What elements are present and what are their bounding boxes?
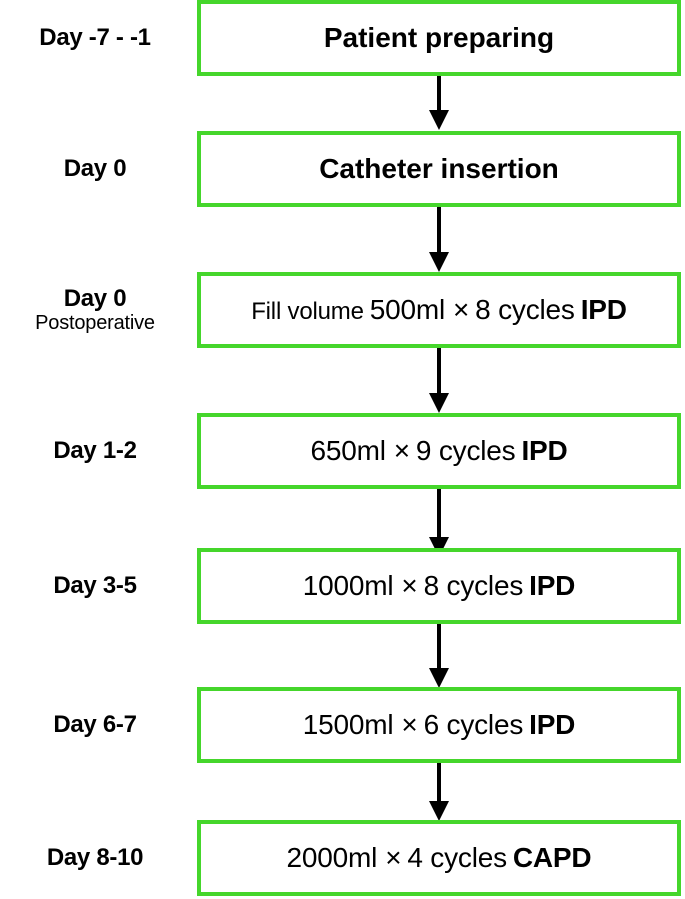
fill-volume-label: Fill volume (251, 298, 364, 325)
flow-arrow-down-3 (429, 348, 449, 413)
flow-box-title: Catheter insertion (319, 153, 559, 184)
day-label-primary: Day -7 - -1 (39, 24, 151, 52)
flow-box-text: 2000ml × 4 cycles CAPD (287, 842, 592, 874)
cycle-count: 4 cycles (407, 842, 507, 873)
flow-row: Day 8-10 2000ml × 4 cycles CAPD (0, 820, 685, 896)
modality-label: CAPD (512, 842, 592, 873)
day-label-1: Day -7 - -1 (0, 0, 190, 76)
flow-row: Day 1-2 650ml × 9 cycles IPD (0, 413, 685, 489)
day-label-6: Day 6-7 (0, 687, 190, 763)
flow-arrow-down-4 (429, 489, 449, 557)
multiply-symbol: × (401, 570, 418, 601)
flow-row: Day 0 Postoperative Fill volume 500ml × … (0, 272, 685, 348)
flow-box-ipd-650ml[interactable]: 650ml × 9 cycles IPD (197, 413, 681, 489)
flow-row: Day -7 - -1 Patient preparing (0, 0, 685, 76)
flow-arrow-down-6 (429, 763, 449, 821)
flow-box-text: 1500ml × 6 cycles IPD (302, 709, 576, 741)
flow-box-ipd-1500ml[interactable]: 1500ml × 6 cycles IPD (197, 687, 681, 763)
fill-volume-value: 1000ml (302, 570, 394, 601)
arrow-shaft (437, 207, 441, 252)
cycle-count: 9 cycles (415, 435, 516, 466)
modality-label: IPD (529, 570, 576, 601)
day-label-primary: Day 8-10 (46, 844, 144, 872)
flow-box-capd-2000ml[interactable]: 2000ml × 4 cycles CAPD (197, 820, 681, 896)
flow-box-text: Catheter insertion (319, 153, 559, 185)
day-label-primary: Day 0 (63, 285, 127, 313)
arrow-head (429, 801, 449, 821)
fill-volume-value: 1500ml (302, 709, 394, 740)
arrow-shaft (437, 763, 441, 801)
modality-label: IPD (529, 709, 576, 740)
arrow-head (429, 393, 449, 413)
arrow-shaft (437, 348, 441, 393)
flow-row: Day 0 Catheter insertion (0, 131, 685, 207)
flow-box-text: Patient preparing (324, 22, 554, 54)
day-label-7: Day 8-10 (0, 820, 190, 896)
arrow-head (429, 668, 449, 688)
cycle-count: 8 cycles (423, 570, 524, 601)
flow-box-ipd-1000ml[interactable]: 1000ml × 8 cycles IPD (197, 548, 681, 624)
multiply-symbol: × (385, 842, 402, 873)
flow-box-text: Fill volume 500ml × 8 cycles IPD (251, 294, 627, 326)
flow-box-patient-preparing[interactable]: Patient preparing (197, 0, 681, 76)
multiply-symbol: × (393, 435, 410, 466)
multiply-symbol: × (452, 294, 470, 325)
fill-volume-value: 2000ml (286, 842, 378, 873)
cycle-count: 6 cycles (423, 709, 524, 740)
flow-arrow-down-1 (429, 76, 449, 130)
fill-volume-value: 500ml (369, 294, 445, 325)
day-label-2: Day 0 (0, 131, 190, 207)
cycle-count: 8 cycles (475, 294, 575, 325)
flow-row: Day 3-5 1000ml × 8 cycles IPD (0, 548, 685, 624)
flow-box-catheter-insertion[interactable]: Catheter insertion (197, 131, 681, 207)
day-label-primary: Day 3-5 (53, 572, 137, 600)
arrow-head (429, 110, 449, 130)
modality-label: IPD (521, 435, 568, 466)
flow-box-text: 1000ml × 8 cycles IPD (302, 570, 576, 602)
multiply-symbol: × (401, 709, 418, 740)
flow-arrow-down-2 (429, 207, 449, 272)
flow-arrow-down-5 (429, 624, 449, 688)
day-label-primary: Day 6-7 (53, 711, 137, 739)
day-label-primary: Day 1-2 (53, 437, 137, 465)
day-label-secondary: Postoperative (35, 311, 155, 334)
day-label-3: Day 0 Postoperative (0, 272, 190, 348)
arrow-shaft (437, 624, 441, 668)
flow-box-text: 650ml × 9 cycles IPD (310, 435, 567, 467)
fill-volume-value: 650ml (310, 435, 386, 466)
day-label-4: Day 1-2 (0, 413, 190, 489)
flow-box-title: Patient preparing (323, 22, 555, 53)
arrow-shaft (437, 489, 441, 537)
arrow-head (429, 252, 449, 272)
flow-row: Day 6-7 1500ml × 6 cycles IPD (0, 687, 685, 763)
day-label-primary: Day 0 (63, 155, 127, 183)
arrow-shaft (437, 76, 441, 110)
day-label-5: Day 3-5 (0, 548, 190, 624)
modality-label: IPD (580, 294, 627, 325)
flow-box-ipd-500ml[interactable]: Fill volume 500ml × 8 cycles IPD (197, 272, 681, 348)
